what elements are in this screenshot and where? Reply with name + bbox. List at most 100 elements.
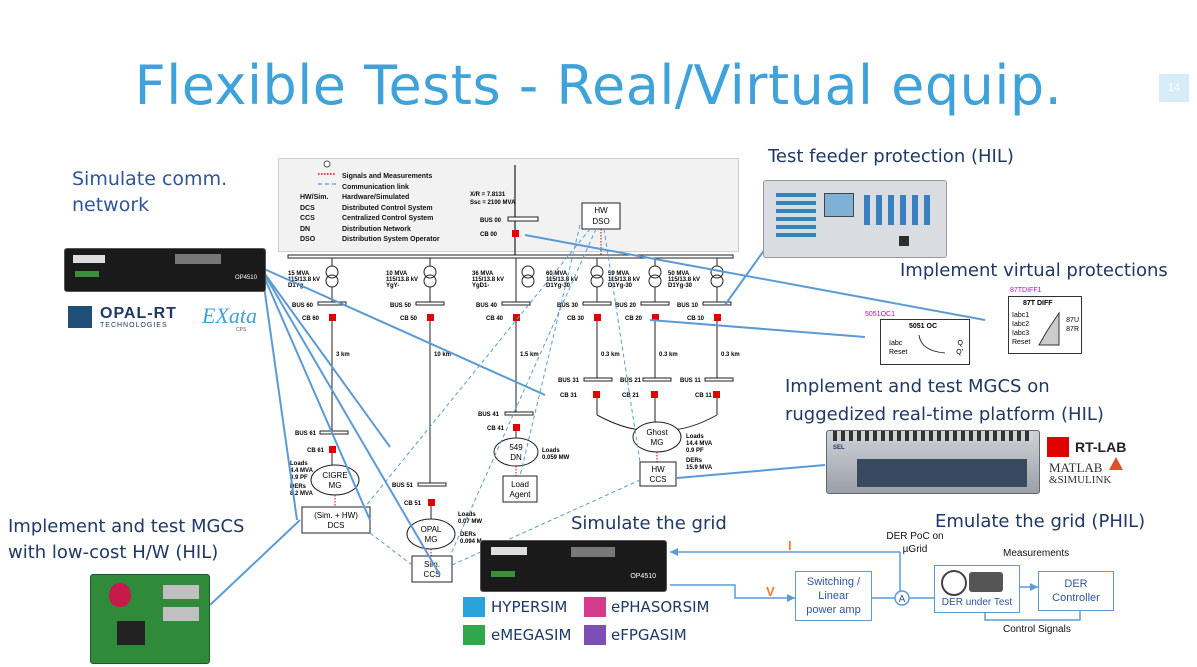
circuit-breaker: [714, 314, 721, 321]
circuit-breaker: [427, 314, 434, 321]
distance-label: 0.3 km: [601, 352, 620, 358]
svg-text:BUS 61: BUS 61: [295, 431, 317, 437]
bus-label: BUS 40: [476, 303, 498, 309]
svg-text:CIGRE: CIGRE: [322, 471, 347, 480]
transformer-icon: [648, 265, 662, 279]
svg-text:DERs: DERs: [290, 484, 307, 490]
bus-label: BUS 20: [615, 303, 637, 309]
transformer-icon: [590, 265, 604, 279]
der-under-test-box: DER under Test: [934, 565, 1020, 613]
circuit-breaker: [652, 314, 659, 321]
svg-text:0.059 MW: 0.059 MW: [542, 455, 570, 461]
hardware-links: [209, 234, 986, 606]
svg-text:Agent: Agent: [510, 490, 532, 499]
svg-text:CB 11: CB 11: [695, 393, 712, 399]
transformer-label: 115/13.8 kV: [608, 277, 640, 283]
caption-emulate-grid: Emulate the grid (PHIL): [935, 511, 1146, 532]
control-signals-label: Control Signals: [1003, 624, 1071, 635]
svg-text:Loads: Loads: [542, 448, 560, 454]
hw-dso-l2: DSO: [592, 217, 609, 226]
transformer-label: 115/13.8 kV: [668, 277, 700, 283]
transformer-label: 115/13.8 kV: [386, 277, 418, 283]
legend-item: Signals and Measurements: [342, 173, 433, 180]
opal-rt-exata-logo: OPAL-RT TECHNOLOGIES EXata CPS: [68, 303, 258, 333]
transformer-label: D1Yg-30: [668, 283, 693, 289]
legend-item: Communication link: [342, 183, 409, 191]
cb-label: CB 20: [625, 316, 643, 322]
der-controller-box: DER Controller: [1038, 571, 1114, 611]
distance-label: 3 km: [336, 352, 350, 358]
bus-label: BUS 50: [390, 303, 412, 309]
ephasorsim-icon: [584, 597, 606, 617]
distance-label: 0.3 km: [721, 352, 740, 358]
bus00: [507, 216, 539, 222]
cb-label: CB 40: [486, 316, 504, 322]
hw-ccs-box: [639, 461, 677, 487]
opal-rt-op4510-comm: OP4510: [64, 248, 266, 292]
transformer-icon: [423, 265, 437, 279]
legend-list: Signals and Measurements Communication l…: [300, 172, 440, 246]
cb00-label: CB 00: [480, 232, 498, 238]
feeder-bus: [317, 301, 347, 306]
rtlab-matlab-logos: RT-LAB MATLAB &SIMULINK: [1047, 437, 1127, 486]
feeder-bus: [582, 301, 612, 306]
hv-bus: [287, 254, 734, 259]
slide-number: 14: [1159, 74, 1189, 102]
cb-label: CB 30: [567, 316, 585, 322]
caption-test-feeder-protection: Test feeder protection (HIL): [768, 146, 1014, 167]
transformer-label: YgD1-: [472, 283, 489, 289]
measurements-label: Measurements: [1003, 548, 1070, 559]
opal-rt-op4510-grid: OP4510: [480, 540, 667, 592]
transformer-label: 115/13.8 kV: [288, 277, 320, 283]
svg-text:BUS 51: BUS 51: [392, 483, 414, 489]
svg-text:CB 31: CB 31: [560, 393, 578, 399]
load-agent-box: [502, 475, 538, 503]
oc-relay-tag: 5051OC1: [865, 311, 895, 318]
svg-text:BUS 31: BUS 31: [558, 378, 580, 384]
feeder-bus: [501, 301, 531, 306]
svg-text:BUS 11: BUS 11: [680, 378, 701, 384]
sim-hw-dcs-box: [301, 506, 371, 534]
transformer-label: 15 MVA: [288, 271, 310, 277]
svg-text:CB 41: CB 41: [487, 426, 505, 432]
opal-rt-mark-icon: [68, 306, 92, 328]
svg-text:DCS: DCS: [328, 521, 345, 530]
circuit-breaker: [513, 314, 520, 321]
diagram-legend-panel: [278, 158, 739, 252]
feeder-bus: [415, 301, 445, 306]
svg-text:BUS 41: BUS 41: [478, 412, 500, 418]
svg-text:Sim.: Sim.: [424, 560, 440, 569]
transformer-label: 115/13.8 kV: [546, 277, 578, 283]
svg-text:0.07 MW: 0.07 MW: [458, 519, 482, 525]
svg-text:4.4 MVA: 4.4 MVA: [290, 468, 314, 474]
svg-text:Ghost: Ghost: [646, 428, 668, 437]
transformer-icon: [521, 274, 535, 288]
op4510-label: OP4510: [234, 275, 257, 281]
wind-turbine-icon: [941, 570, 967, 596]
svg-text:MG: MG: [425, 535, 438, 544]
svg-text:Load: Load: [511, 480, 529, 489]
caption-mgcs-rugged: Implement and test MGCS on ruggedized re…: [785, 376, 1104, 425]
cb00: [512, 230, 519, 237]
voltage-label: V: [766, 584, 775, 599]
hypersim-icon: [463, 597, 485, 617]
diff-curve-icon: [1038, 311, 1060, 346]
svg-text:Loads: Loads: [686, 434, 704, 440]
svg-text:HW: HW: [651, 465, 665, 474]
svg-text:CB 51: CB 51: [404, 501, 422, 507]
svg-text:DERs: DERs: [686, 458, 703, 464]
legend-markers: [318, 160, 336, 185]
cb-label: CB 10: [687, 316, 705, 322]
distance-label: 1.5 km: [520, 352, 539, 358]
transformer-label: 59 MVA: [608, 271, 630, 277]
distance-label: 10 km: [434, 352, 451, 358]
communication-links: [364, 224, 641, 566]
efpgasim-icon: [584, 625, 606, 645]
oc-relay-block: 5051 OC Iabc Reset Q Q': [880, 319, 970, 365]
transformer-label: D1Yg: [288, 283, 304, 289]
svg-text:CB 21: CB 21: [622, 393, 640, 399]
svg-text:CCS: CCS: [424, 570, 441, 579]
svg-text:0.9 PF: 0.9 PF: [686, 448, 704, 454]
